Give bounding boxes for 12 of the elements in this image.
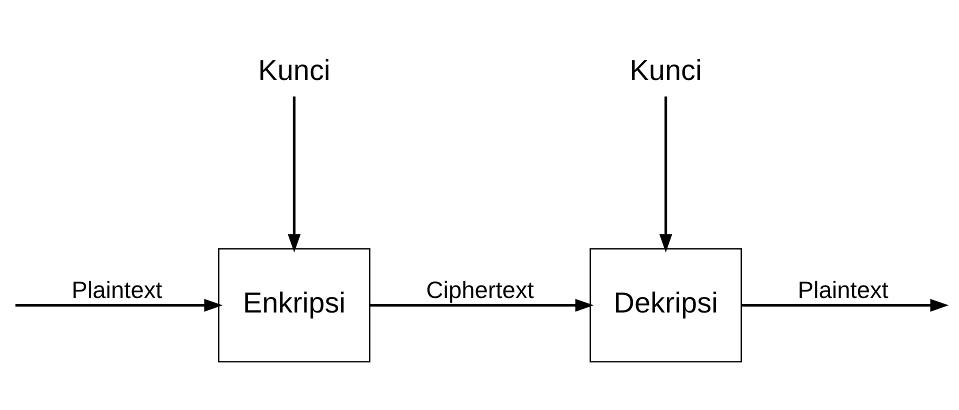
arrow — [287, 96, 300, 252]
edge-label: Ciphertext — [426, 277, 534, 304]
node-box: Enkripsi — [218, 248, 370, 362]
node-text: Kunci — [258, 54, 330, 87]
arrow — [369, 298, 594, 312]
edge-label: Plaintext — [71, 277, 162, 304]
edge-label: Plaintext — [797, 277, 888, 304]
arrow — [658, 96, 672, 252]
arrow — [14, 298, 222, 312]
node-box: Dekripsi — [589, 248, 742, 362]
node-text: Kunci — [629, 54, 702, 87]
arrow — [741, 298, 948, 312]
